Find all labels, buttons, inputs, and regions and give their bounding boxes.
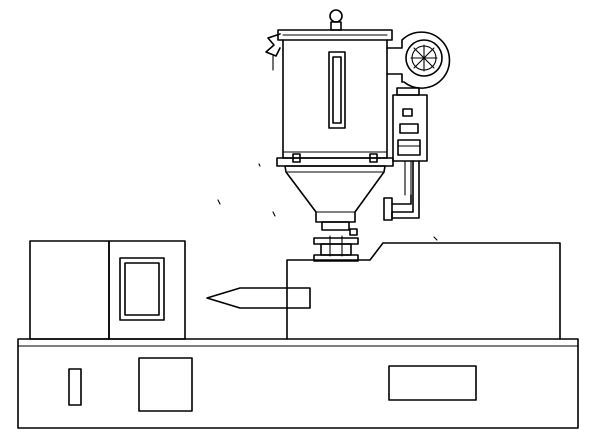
blower-connector [396, 87, 420, 96]
throat-flange-bottom [313, 254, 359, 262]
base-wide-panel [388, 365, 477, 401]
mold-window-frame [119, 257, 165, 321]
lifting-ring [329, 9, 343, 23]
throat-body [320, 243, 352, 256]
blower-housing [386, 31, 451, 89]
blower-assembly [383, 31, 451, 221]
control-box [392, 94, 428, 162]
clamp-unit [29, 240, 186, 340]
feed-throat [313, 228, 359, 262]
sight-glass-window [332, 56, 342, 124]
detail-marks [217, 163, 438, 241]
flange-bolt-left [292, 153, 301, 163]
control-panel [397, 139, 421, 156]
mold-window-inner [124, 262, 160, 316]
detail-tick-right [433, 236, 438, 241]
detail-tick-top [258, 163, 261, 167]
duct-coupling [383, 197, 393, 221]
detail-tick-left [217, 199, 221, 205]
lifting-eye-base [330, 21, 342, 31]
flange-bolt-right [369, 153, 378, 163]
injection-nozzle [206, 287, 311, 309]
injection-housing [286, 242, 561, 340]
clamp-housing [29, 240, 110, 340]
lid-latch [265, 33, 281, 57]
hopper-cone [284, 165, 386, 223]
machine-base [17, 338, 579, 429]
base-frame [17, 338, 579, 429]
control-switch [399, 123, 419, 134]
sight-glass-frame [328, 51, 346, 129]
detail-tick-mid [272, 211, 276, 217]
base-square-panel [138, 357, 193, 412]
duct-bend [391, 194, 412, 205]
throat-clip [349, 228, 358, 236]
control-indicator [402, 108, 413, 117]
blower-fan-ring [405, 39, 443, 77]
base-slot-panel [68, 368, 82, 406]
mold-plate-housing [108, 240, 186, 340]
hopper-dryer [265, 9, 394, 231]
injection-unit [206, 242, 561, 340]
hopper-neck [321, 221, 350, 231]
throat-flange-top [313, 237, 359, 245]
